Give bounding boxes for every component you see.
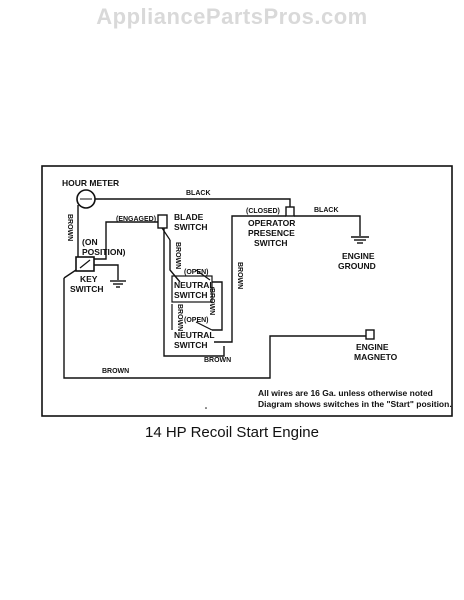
engine-magneto-label-1: ENGINE [356,342,389,352]
engine-magneto-icon [365,329,375,340]
wire-label-brown-bottom-left: BROWN [102,368,129,375]
wire-blade-loop [163,228,225,357]
hour-meter-label: HOUR METER [62,178,119,188]
wire-ops-down [214,215,286,343]
wire-label-black-top: BLACK [186,190,211,197]
engine-ground-icon [351,236,369,244]
key-switch-position-2: POSITION) [82,247,126,257]
engine-magneto-label-2: MAGNETO [354,352,398,362]
wire-label-brown-inner: BROWN [208,288,215,315]
key-switch-ground-icon [110,280,126,288]
neutral-switch-a-state: (OPEN) [184,269,209,276]
ops-label-1: OPERATOR [248,218,295,228]
blade-switch-label-2: SWITCH [174,222,208,232]
key-switch-label-2: SWITCH [70,284,104,294]
note-line-1: All wires are 16 Ga. unless otherwise no… [258,388,433,398]
neutral-switch-a-icon [171,269,213,303]
key-switch-position-1: (ON [82,237,98,247]
ops-state: (CLOSED) [246,208,280,215]
wire-key-bottom [63,269,77,279]
wire-label-black-right: BLACK [314,207,339,214]
neutral-switch-b-label-1: NEUTRAL [174,330,215,340]
ops-label-2: PRESENCE [248,228,295,238]
neutral-switch-a-label-2: SWITCH [174,290,208,300]
stray-dot [205,407,207,409]
neutral-switch-b-state: (OPEN) [184,317,209,324]
engine-ground-label-2: GROUND [338,261,376,271]
wire-label-brown-blade: BROWN [174,242,181,269]
wire-label-brown-left: BROWN [66,214,73,241]
engine-ground-label-1: ENGINE [342,251,375,261]
blade-switch-state: (ENGAGED) [116,216,156,223]
wire-key-ground [94,264,119,280]
ops-switch-icon [285,206,295,217]
blade-switch-label-1: BLADE [174,212,204,222]
ops-label-3: SWITCH [254,238,288,248]
diagram-caption: 14 HP Recoil Start Engine [145,424,319,441]
hour-meter-icon [76,189,96,209]
wire-key-to-blade [94,221,158,260]
wire-label-brown-neutral: BROWN [176,304,183,331]
wire-black-right [294,215,361,236]
wire-neutral-a-right [212,281,223,331]
key-switch-icon [75,256,95,272]
neutral-switch-b-label-2: SWITCH [174,340,208,350]
neutral-switch-b-icon [171,304,213,331]
wire-label-brown-mid: BROWN [236,262,243,289]
watermark: AppliancePartsPros.com [96,4,368,29]
key-switch-label-1: KEY [80,274,98,284]
wire-blade-to-neutral [169,240,181,283]
wire-label-brown-bottom-mid: BROWN [204,357,231,364]
wire-brown-bottom [63,278,366,379]
diagram-frame [41,165,453,417]
note-line-2: Diagram shows switches in the "Start" po… [258,399,452,409]
neutral-switch-a-label-1: NEUTRAL [174,280,215,290]
